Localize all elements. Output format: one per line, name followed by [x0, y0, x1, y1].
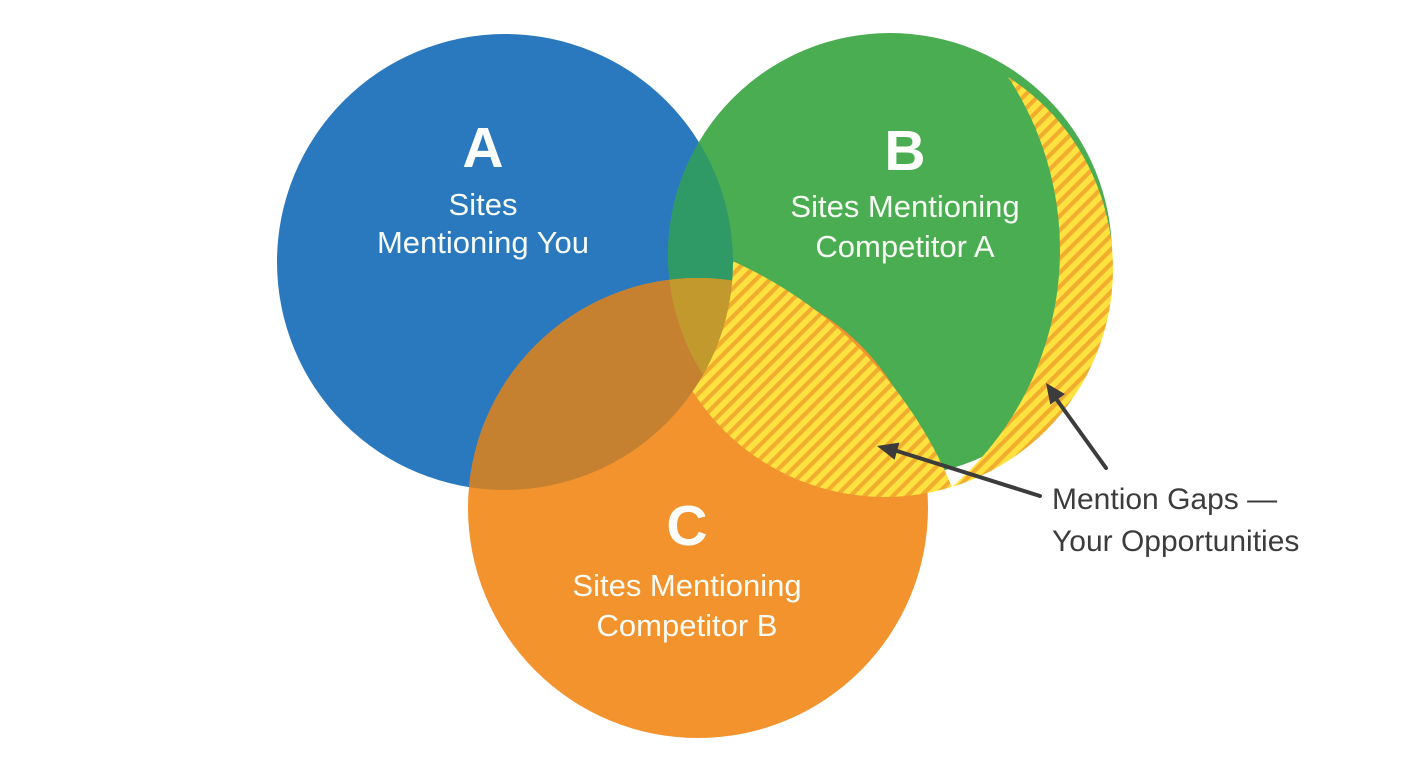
arrowhead-right-icon	[1046, 383, 1065, 405]
circle-b-letter: B	[884, 119, 925, 183]
annotation-line2: Your Opportunities	[1052, 525, 1299, 558]
overlap-a-c	[468, 278, 733, 490]
circle-a-label-line1: Sites	[449, 187, 518, 222]
circle-c-label-line1: Sites Mentioning	[572, 568, 801, 603]
annotation-arrow-left	[877, 442, 1042, 498]
annotation-arrow-right	[1046, 383, 1108, 470]
circle-b-label-line1: Sites Mentioning	[790, 189, 1019, 224]
circle-c-letter: C	[666, 494, 707, 558]
circle-a-label-line2: Mentioning You	[377, 225, 589, 260]
mention-gap-striped-region	[630, 25, 1140, 515]
circle-c-label-line2: Competitor B	[597, 608, 778, 643]
circle-a-letter: A	[462, 116, 503, 180]
annotation-line1: Mention Gaps —	[1052, 483, 1277, 516]
arrowhead-left-icon	[877, 442, 900, 460]
circle-b-label-line2: Competitor A	[815, 229, 995, 264]
